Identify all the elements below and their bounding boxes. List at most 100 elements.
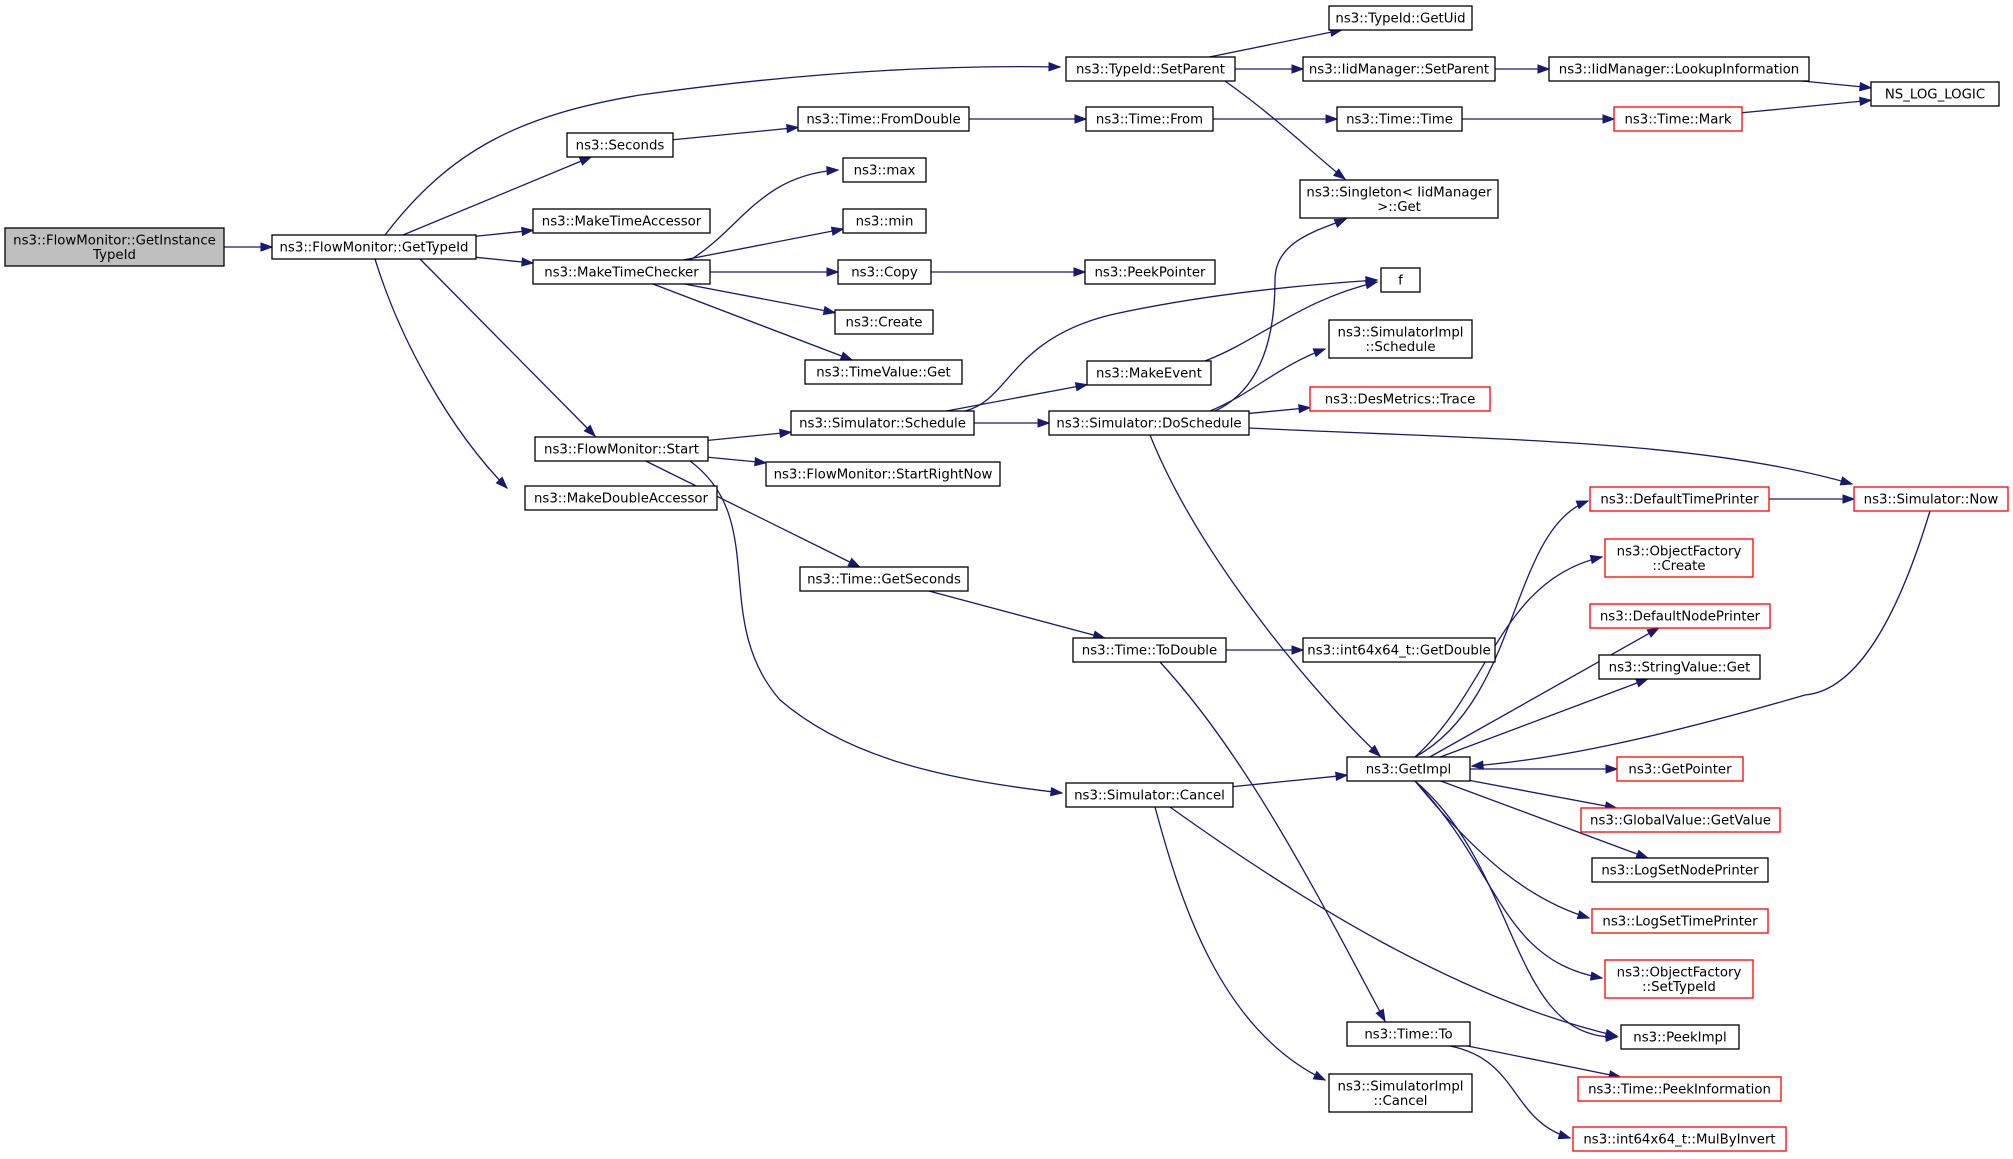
node-min-box: [842, 208, 927, 234]
edge-makeevent-to-f: [1204, 281, 1378, 362]
node-f[interactable]: f: [1380, 267, 1421, 293]
node-ofcreate[interactable]: ns3::ObjectFactory::Create: [1604, 538, 1754, 578]
node-iidsetparent[interactable]: ns3::IidManager::SetParent: [1302, 56, 1496, 82]
node-timemark-box: [1613, 106, 1743, 132]
node-fromdouble[interactable]: ns3::Time::FromDouble: [797, 106, 970, 132]
node-simimplcancel-label-line-0: ns3::SimulatorImpl: [1338, 1079, 1464, 1094]
node-globalvalue[interactable]: ns3::GlobalValue::GetValue: [1580, 807, 1781, 833]
node-ofsettypeid[interactable]: ns3::ObjectFactory::SetTypeId: [1604, 959, 1754, 999]
edge-fmstart-to-simcancel-arrowhead: [1050, 786, 1064, 797]
node-simschedule-box: [790, 410, 975, 436]
edge-fmstart-to-getseconds-arrowhead: [847, 557, 862, 568]
node-defaulttime-box: [1589, 486, 1770, 512]
node-seconds-box: [566, 132, 674, 158]
edge-simcancel-to-simimplcancel: [1154, 806, 1326, 1081]
edge-makechecker-to-min-arrowhead: [830, 226, 845, 236]
edge-setparent-to-singleton: [1224, 80, 1346, 180]
edge-seconds-to-fromdouble: [672, 126, 799, 141]
node-stringvalueget[interactable]: ns3::StringValue::Get: [1598, 654, 1761, 680]
node-simnow-label-line-0: ns3::Simulator::Now: [1864, 493, 1999, 508]
node-getseconds[interactable]: ns3::Time::GetSeconds: [799, 566, 969, 592]
node-todouble-label-line-0: ns3::Time::ToDouble: [1082, 644, 1217, 659]
node-getimpl[interactable]: ns3::GetImpl: [1346, 756, 1471, 782]
node-doschedule-label-line-0: ns3::Simulator::DoSchedule: [1056, 417, 1241, 432]
node-simimplcancel[interactable]: ns3::SimulatorImpl::Cancel: [1328, 1073, 1473, 1113]
node-stringvalueget-box: [1598, 654, 1761, 680]
node-timefrom-box: [1085, 106, 1214, 132]
node-f-box: [1380, 267, 1421, 293]
edge-todouble-to-timeto-arrowhead: [1375, 1008, 1386, 1023]
node-logsettime[interactable]: ns3::LogSetTimePrinter: [1591, 908, 1769, 934]
edge-setparent-to-iidsetparent-arrowhead: [1291, 64, 1305, 74]
node-simnow[interactable]: ns3::Simulator::Now: [1853, 486, 2009, 512]
node-simimplschedule-label-line-1: ::Schedule: [1365, 340, 1435, 355]
node-getpointer[interactable]: ns3::GetPointer: [1616, 756, 1744, 782]
edge-doschedule-to-simnow-arrowhead: [1839, 476, 1854, 486]
node-simschedule[interactable]: ns3::Simulator::Schedule: [790, 410, 975, 436]
node-mulbyinvert[interactable]: ns3::int64x64_t::MulByInvert: [1572, 1126, 1787, 1152]
node-timemark[interactable]: ns3::Time::Mark: [1613, 106, 1743, 132]
edge-timemark-to-nslog-arrowhead: [1859, 96, 1873, 107]
node-fromdouble-box: [797, 106, 970, 132]
node-int64getdouble-label-line-0: ns3::int64x64_t::GetDouble: [1307, 644, 1490, 659]
node-defaulttime[interactable]: ns3::DefaultTimePrinter: [1589, 486, 1770, 512]
node-peekinfo[interactable]: ns3::Time::PeekInformation: [1577, 1076, 1782, 1102]
node-logsetnode[interactable]: ns3::LogSetNodePrinter: [1591, 857, 1769, 883]
node-doschedule[interactable]: ns3::Simulator::DoSchedule: [1048, 410, 1250, 436]
node-timemark-label-line-0: ns3::Time::Mark: [1624, 113, 1731, 128]
node-copy[interactable]: ns3::Copy: [837, 259, 932, 285]
node-lookupinfo[interactable]: ns3::IidManager::LookupInformation: [1548, 56, 1810, 82]
node-gettypeid-label-line-0: ns3::FlowMonitor::GetTypeId: [280, 241, 469, 256]
node-makechecker[interactable]: ns3::MakeTimeChecker: [532, 259, 711, 285]
node-gettypeid[interactable]: ns3::FlowMonitor::GetTypeId: [271, 234, 477, 260]
node-timevalueget-box: [804, 359, 963, 385]
node-timetime[interactable]: ns3::Time::Time: [1336, 106, 1463, 132]
edge-makechecker-to-max: [689, 169, 839, 261]
edge-timeto-to-mulbyinvert: [1449, 1045, 1571, 1139]
node-fmstart[interactable]: ns3::FlowMonitor::Start: [534, 436, 709, 462]
node-timefrom[interactable]: ns3::Time::From: [1085, 106, 1214, 132]
node-peekpointer-label-line-0: ns3::PeekPointer: [1094, 266, 1206, 281]
node-mulbyinvert-label-line-0: ns3::int64x64_t::MulByInvert: [1583, 1133, 1775, 1148]
node-getuid[interactable]: ns3::TypeId::GetUid: [1328, 5, 1473, 31]
edge-getimpl-to-defaulttime: [1414, 500, 1589, 758]
node-singleton[interactable]: ns3::Singleton< IidManager >::Get: [1299, 179, 1499, 219]
node-makeevent[interactable]: ns3::MakeEvent: [1086, 360, 1212, 386]
node-globalvalue-label-line-0: ns3::GlobalValue::GetValue: [1590, 814, 1771, 829]
node-startrightnow[interactable]: ns3::FlowMonitor::StartRightNow: [765, 461, 1001, 487]
node-fromdouble-label-line-0: ns3::Time::FromDouble: [806, 113, 960, 128]
node-peekpointer[interactable]: ns3::PeekPointer: [1084, 259, 1216, 285]
node-defaultnode-label-line-0: ns3::DefaultNodePrinter: [1600, 610, 1761, 625]
edge-simnow-to-getimpl: [1471, 510, 1931, 767]
node-seconds[interactable]: ns3::Seconds: [566, 132, 674, 158]
node-getuid-label-line-0: ns3::TypeId::GetUid: [1335, 12, 1465, 27]
node-singleton-label-line-1: >::Get: [1377, 200, 1421, 215]
edge-gettypeid-to-fmstart-arrowhead: [583, 424, 597, 438]
node-timevalueget[interactable]: ns3::TimeValue::Get: [804, 359, 963, 385]
node-defaultnode[interactable]: ns3::DefaultNodePrinter: [1589, 603, 1771, 629]
edge-setparent-to-singleton-arrowhead: [1332, 168, 1347, 180]
node-setparent[interactable]: ns3::TypeId::SetParent: [1065, 56, 1236, 82]
edge-timeto-to-peekinfo: [1467, 1045, 1621, 1078]
edge-makechecker-to-copy-arrowhead: [826, 267, 840, 277]
node-create[interactable]: ns3::Create: [834, 309, 934, 335]
node-min[interactable]: ns3::min: [842, 208, 927, 234]
node-peekimpl[interactable]: ns3::PeekImpl: [1620, 1024, 1740, 1050]
node-makeaccessor[interactable]: ns3::MakeTimeAccessor: [532, 208, 711, 234]
node-nslog[interactable]: NS_LOG_LOGIC: [1870, 81, 2000, 107]
edge-doschedule-to-getimpl: [1149, 434, 1381, 757]
node-simcancel[interactable]: ns3::Simulator::Cancel: [1065, 782, 1234, 808]
node-max[interactable]: ns3::max: [842, 157, 927, 183]
node-int64getdouble[interactable]: ns3::int64x64_t::GetDouble: [1302, 637, 1496, 663]
node-desmetrics[interactable]: ns3::DesMetrics::Trace: [1309, 386, 1491, 412]
node-lookupinfo-box: [1548, 56, 1810, 82]
node-simimplschedule-label-line-0: ns3::SimulatorImpl: [1338, 325, 1464, 340]
edge-timemark-to-nslog: [1741, 99, 1872, 114]
node-simimplschedule[interactable]: ns3::SimulatorImpl::Schedule: [1328, 319, 1473, 359]
node-timeto[interactable]: ns3::Time::To: [1346, 1021, 1471, 1047]
node-todouble[interactable]: ns3::Time::ToDouble: [1072, 637, 1227, 663]
node-ofcreate-box: [1604, 538, 1754, 578]
node-makedouble[interactable]: ns3::MakeDoubleAccessor: [524, 485, 718, 511]
